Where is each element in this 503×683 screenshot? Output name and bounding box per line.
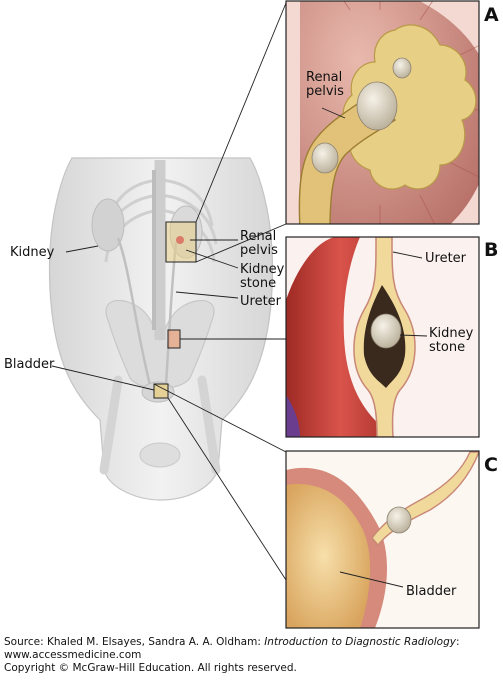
panel-a: Renal pelvis A — [285, 0, 499, 225]
panel-c-bladder-label: Bladder — [406, 584, 457, 599]
kidney-stone-label-line1: Kidney — [240, 262, 285, 277]
highlight-box-kidney — [165, 221, 197, 263]
panel-a-calyx-system — [342, 24, 477, 190]
panel-b: Ureter Kidney stone B — [285, 236, 498, 438]
bladder-label: Bladder — [4, 357, 55, 372]
urinary-anatomy-figure: Kidney Renal pelvis Kidney stone Ureter … — [4, 0, 499, 629]
renal-pelvis-label-line1: Renal — [240, 229, 276, 244]
femur-left — [99, 375, 123, 475]
pelvis — [105, 299, 215, 389]
renal-pelvis-label-line2: pelvis — [240, 243, 278, 258]
body-ureter-left — [116, 237, 152, 386]
panel-b-stone — [370, 313, 402, 349]
panel-a-renal-pelvis-label-line1: Renal — [306, 70, 342, 85]
panel-b-kidney-stone-label-line2: stone — [429, 340, 465, 355]
source-website[interactable]: www.accessmedicine.com — [4, 649, 142, 661]
highlight-box-ureter — [167, 329, 181, 349]
panel-a-stone-small — [392, 57, 412, 79]
panel-c-letter: C — [484, 454, 498, 476]
leader-lines — [51, 2, 287, 581]
body-silhouette — [48, 157, 274, 501]
panel-a-stone-large — [356, 81, 398, 131]
panel-b-vein — [286, 395, 300, 437]
panel-b-artery — [286, 237, 395, 437]
source-book-title: Introduction to Diagnostic Radiology — [264, 636, 456, 648]
panel-a-renal-pelvis-label-line2: pelvis — [306, 84, 344, 99]
source-copyright: Copyright © McGraw-Hill Education. All r… — [4, 662, 297, 674]
kidney-label: Kidney — [10, 245, 55, 260]
panel-c-stone — [386, 506, 412, 534]
femur-right — [197, 375, 221, 475]
source-citation: Source: Khaled M. Elsayes, Sandra A. A. … — [4, 636, 502, 675]
body-genitals — [139, 442, 181, 468]
source-suffix: : — [456, 636, 460, 648]
kidney-stone-label-line2: stone — [240, 276, 276, 291]
panel-b-kidney-stone-label-line1: Kidney — [429, 326, 474, 341]
body-kidney-left — [91, 198, 125, 252]
panel-c-bladder-lumen — [286, 484, 371, 628]
panel-c: Bladder C — [285, 450, 498, 629]
ureter-label: Ureter — [240, 294, 282, 309]
panel-a-stone-lower — [311, 142, 339, 174]
source-line: Source: Khaled M. Elsayes, Sandra A. A. … — [4, 636, 502, 649]
source-authors: Source: Khaled M. Elsayes, Sandra A. A. … — [4, 636, 265, 648]
panel-b-ureter-label: Ureter — [425, 251, 467, 266]
panel-a-letter: A — [484, 4, 499, 26]
highlight-box-bladder — [153, 383, 169, 399]
panel-b-letter: B — [484, 239, 498, 261]
